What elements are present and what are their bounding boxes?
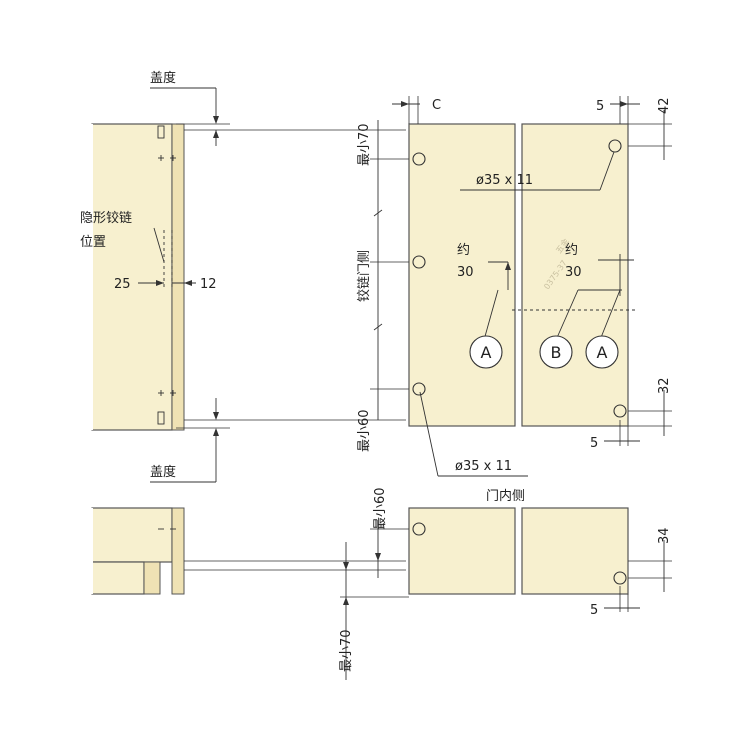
- hinge-bore-hole: [412, 382, 426, 396]
- hinge-bore-hole: [613, 571, 627, 585]
- dimension-min60-lower: 最小60: [370, 487, 409, 578]
- overlay-dimension-top: 盖度: [150, 70, 406, 146]
- label-approx-left: 约: [457, 243, 470, 258]
- label-approx-right: 约: [565, 243, 578, 258]
- dimension-min70-bottom: 最小70: [339, 542, 409, 680]
- overlay-dimension-bottom: 盖度: [150, 398, 406, 483]
- hinge-bore-hole: [613, 404, 627, 418]
- door-edge-upper: [171, 123, 185, 431]
- label-dim-34: 34: [657, 527, 672, 544]
- label-callout-a1: A: [481, 343, 492, 362]
- approx-30-right: 约 30: [512, 243, 636, 341]
- dimension-25-12: 25 12: [114, 277, 217, 292]
- label-dim-c: C: [432, 98, 441, 113]
- label-dim-5-top: 5: [596, 99, 604, 114]
- label-30-left: 30: [457, 265, 474, 280]
- door-front-view-lower: [408, 507, 629, 595]
- label-overlay-bottom: 盖度: [150, 464, 176, 480]
- approx-30-left: 约 30: [457, 243, 511, 341]
- label-door-inner-side: 门内侧: [486, 488, 525, 504]
- hinge-bore-hole: [412, 522, 426, 536]
- label-dim-32: 32: [657, 377, 672, 394]
- hinge-bore-hole: [412, 152, 426, 166]
- label-min60-left: 最小60: [357, 409, 372, 452]
- label-bore-top: ø35 x 11: [476, 173, 533, 188]
- door-right-panel: [521, 123, 629, 427]
- label-callout-b: B: [551, 343, 562, 362]
- label-bore-bottom: ø35 x 11: [455, 459, 512, 474]
- callout-b: B: [539, 335, 573, 369]
- label-dim-5-bottom: 5: [590, 603, 598, 618]
- screw-marks-upper: [157, 125, 176, 425]
- dimension-34-5-bottom: 34 5: [590, 527, 672, 618]
- door-left-panel: [408, 123, 516, 427]
- callout-a-left: A: [469, 335, 503, 369]
- dimension-5-42-top: 5 42: [596, 96, 672, 160]
- label-callout-a2: A: [597, 343, 608, 362]
- door-front-view: [408, 123, 629, 427]
- dimension-32-5-mid: 32 5: [590, 377, 672, 451]
- bore-label-top: ø35 x 11: [460, 151, 615, 191]
- hinge-bore-hole: [608, 139, 622, 153]
- dimension-c: C: [392, 96, 441, 124]
- label-min60-lower: 最小60: [373, 487, 388, 530]
- label-dim-12: 12: [200, 277, 217, 292]
- label-dim-25: 25: [114, 277, 131, 292]
- dimension-chain-hinge-side: 最小70 铰链门侧 最小60: [357, 120, 409, 452]
- label-hinge-position: 位置: [80, 235, 106, 250]
- label-hinge-door-side: 铰链门侧: [357, 250, 372, 302]
- label-concealed-hinge: 隐形铰链: [80, 211, 132, 226]
- cabinet-panel-upper: [91, 123, 173, 431]
- label-30-right: 30: [565, 265, 582, 280]
- label-overlay-top: 盖度: [150, 70, 176, 86]
- bore-label-bottom: ø35 x 11: [419, 391, 528, 477]
- label-min70-top: 最小70: [357, 123, 372, 166]
- cabinet-side-view-upper: [91, 123, 185, 431]
- cabinet-side-view-lower: [91, 507, 406, 595]
- label-dim-5-mid: 5: [590, 436, 598, 451]
- hinge-bore-hole: [412, 255, 426, 269]
- callout-a-right: A: [585, 335, 619, 369]
- label-min70-bottom: 最小70: [339, 629, 354, 672]
- label-dim-42: 42: [657, 97, 672, 114]
